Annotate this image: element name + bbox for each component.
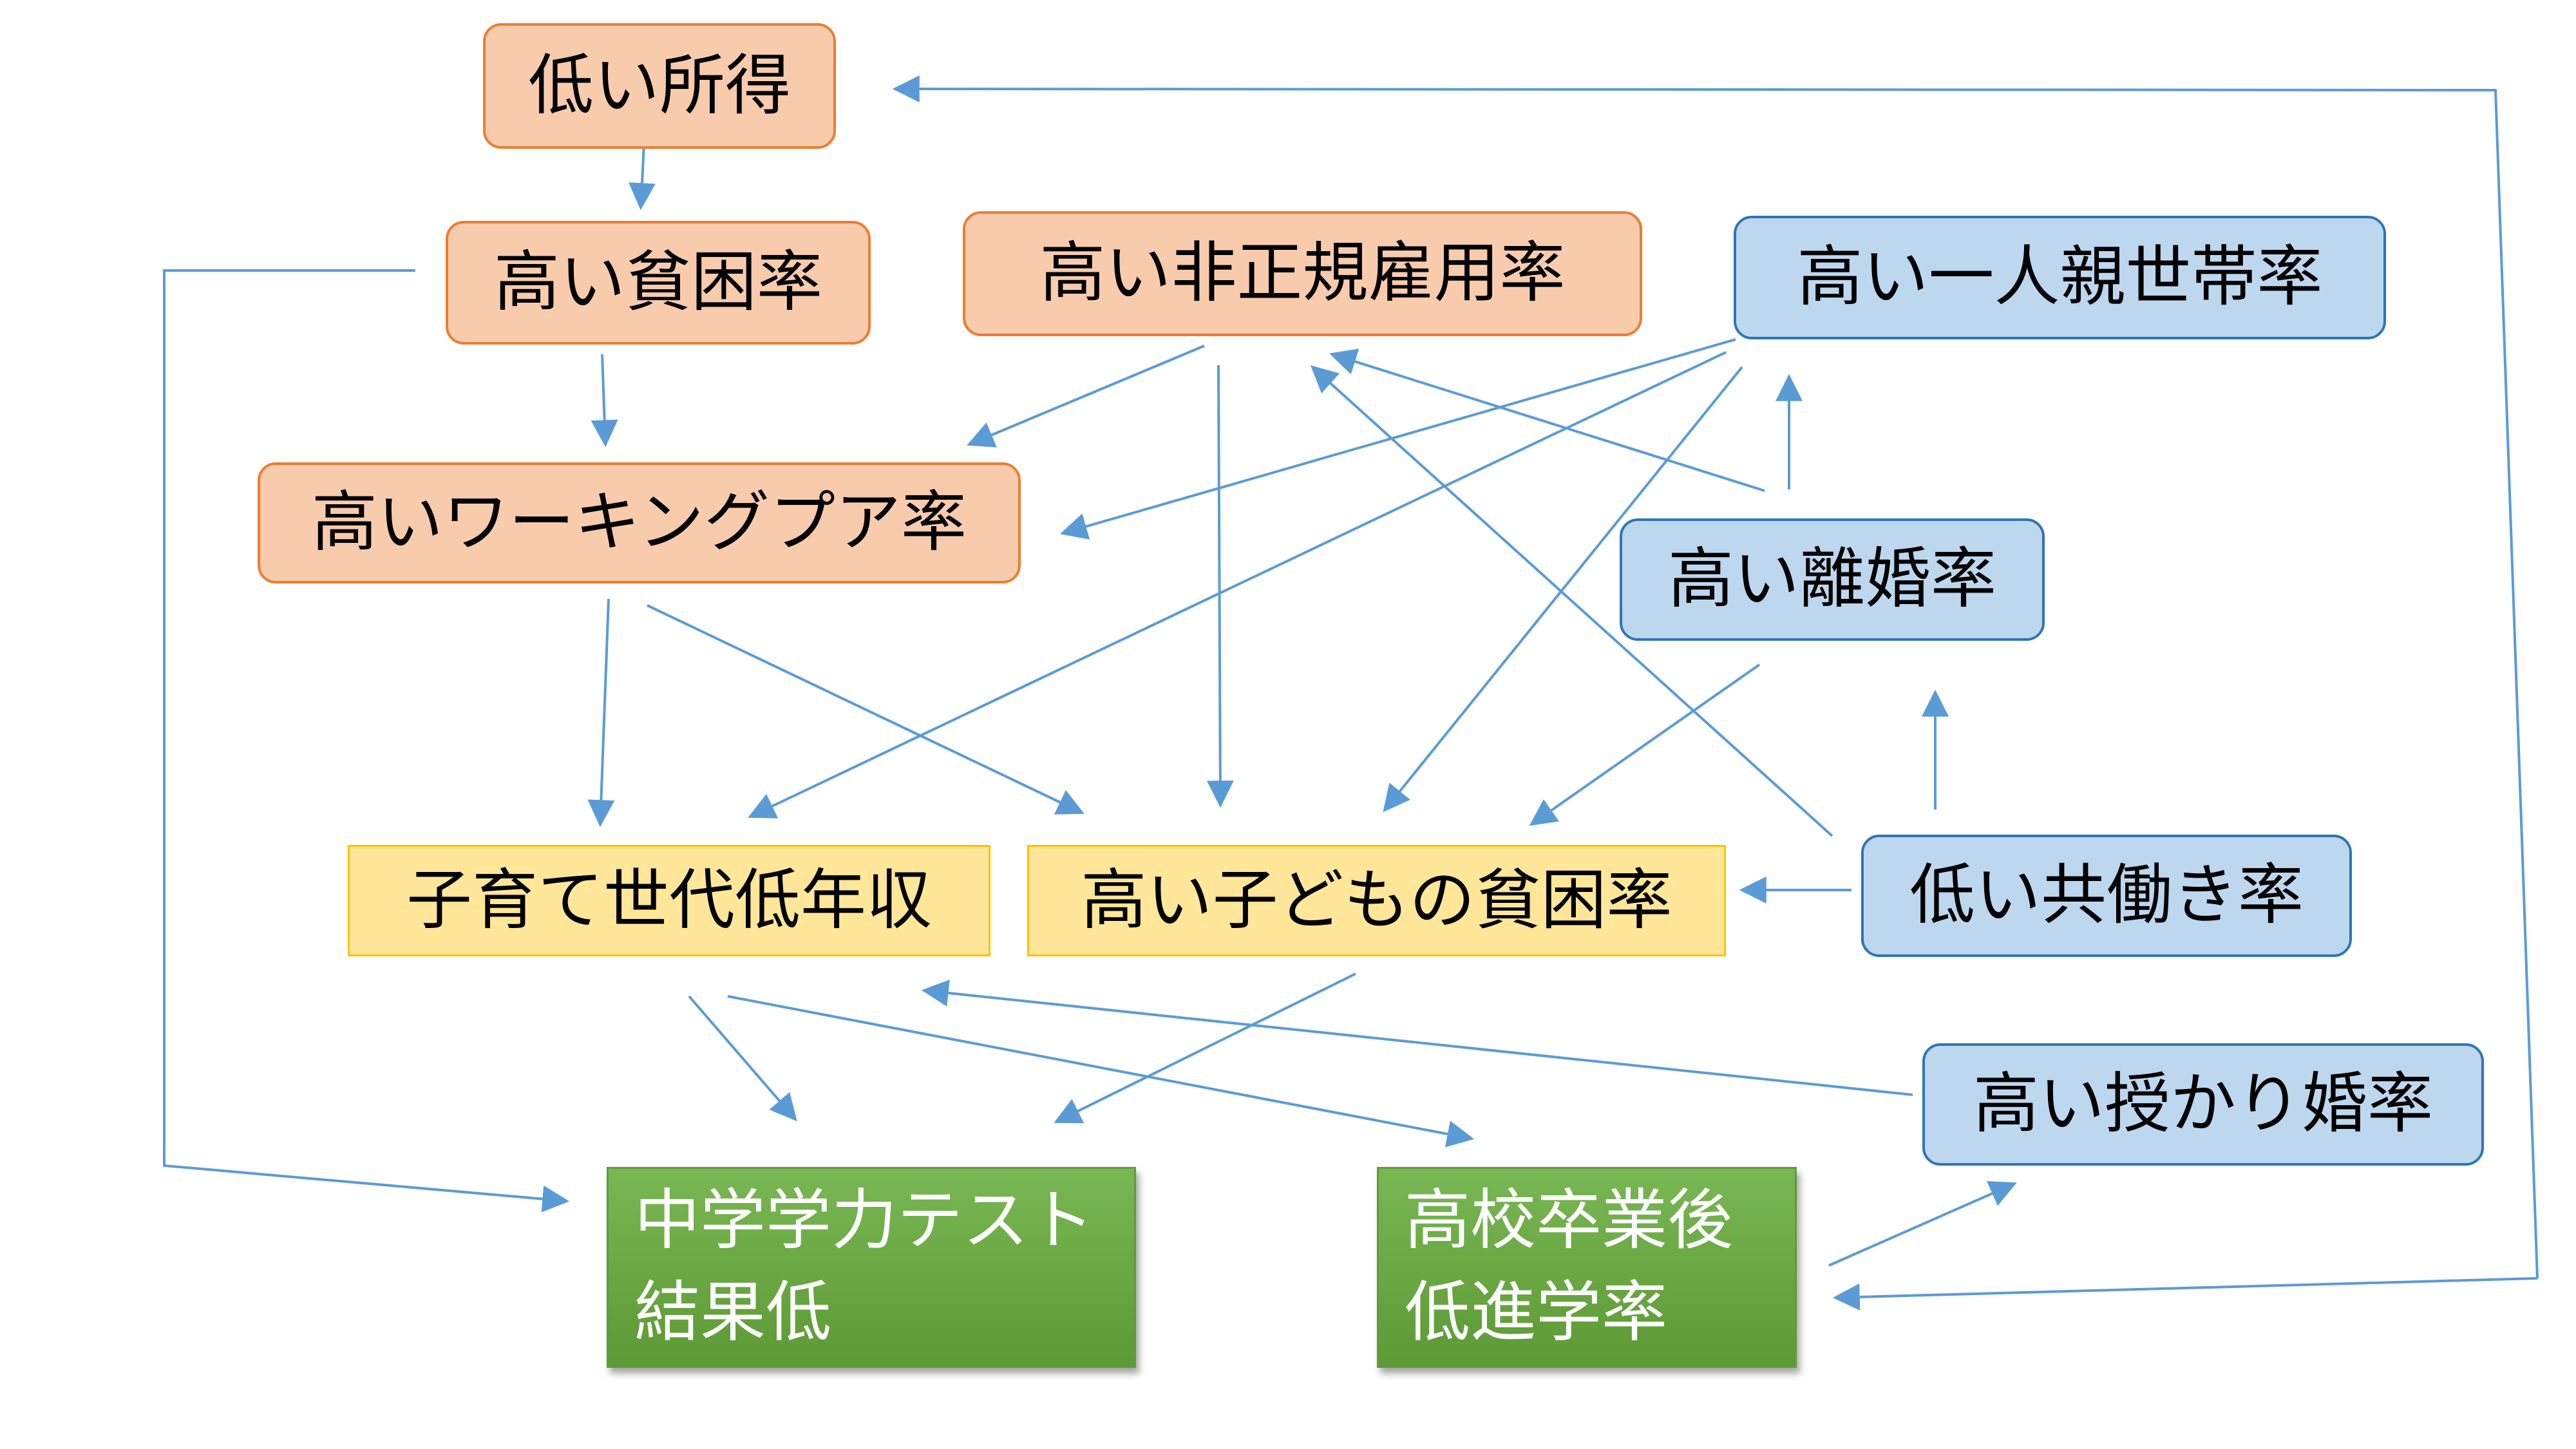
arrow-low-income-to-high-poverty	[628, 144, 656, 211]
arrow-nonregular-to-working-poor	[967, 345, 1205, 448]
arrow-college-to-shotgun-marriage	[1828, 1181, 2017, 1267]
arrow-college-to-low-income-loop-b	[1832, 1277, 2538, 1311]
arrow-single-parent-to-child-poverty	[1383, 366, 1743, 813]
arrow-divorce-to-child-poverty	[1529, 663, 1761, 826]
arrow-parenting-income-to-college	[727, 995, 1475, 1148]
arrow-high-poverty-to-test-loop	[163, 269, 570, 1213]
arrow-college-to-low-income-loop-a	[892, 75, 2539, 1279]
node-low-college-rate: 高校卒業後 低進学率	[1377, 1167, 1797, 1368]
node-child-rearing-low-income: 子育て世代低年収	[348, 845, 990, 956]
node-high-poverty: 高い貧困率	[446, 221, 871, 345]
arrow-working-poor-to-child-poverty	[647, 604, 1084, 815]
arrow-child-poverty-to-test	[1054, 972, 1356, 1124]
node-low-junior-high-test-line1: 中学学力テスト	[634, 1182, 1094, 1260]
arrow-single-parent-to-working-poor	[1059, 338, 1736, 540]
node-high-working-poor: 高いワーキングプア率	[258, 462, 1021, 583]
arrow-divorce-to-nonregular	[1329, 348, 1765, 492]
arrow-nonregular-to-child-poverty	[1206, 365, 1234, 808]
node-high-child-poverty: 高い子どもの貧困率	[1027, 845, 1726, 956]
node-low-college-rate-line1: 高校卒業後	[1405, 1182, 1733, 1260]
node-low-dual-income: 低い共働き率	[1861, 835, 2352, 957]
node-low-junior-high-test-line2: 結果低	[634, 1274, 831, 1351]
node-high-single-parent-households: 高い一人親世帯率	[1734, 216, 2386, 339]
node-low-junior-high-test-results: 中学学力テスト 結果低	[607, 1167, 1136, 1368]
arrow-dual-income-to-nonregular	[1310, 365, 1833, 837]
arrow-high-poverty-to-working-poor	[591, 354, 618, 448]
node-high-shotgun-marriage: 高い授かり婚率	[1922, 1043, 2484, 1166]
arrow-working-poor-to-parenting-income	[587, 598, 615, 828]
node-low-income: 低い所得	[483, 23, 836, 149]
arrow-parenting-income-to-test	[688, 995, 797, 1122]
node-high-nonregular-employment: 高い非正規雇用率	[963, 211, 1642, 336]
arrow-single-parent-to-parenting-income	[748, 351, 1727, 819]
node-high-divorce: 高い離婚率	[1620, 518, 2045, 641]
node-low-college-rate-line2: 低進学率	[1405, 1274, 1667, 1351]
arrow-shotgun-marriage-to-parenting-income	[921, 980, 1913, 1096]
